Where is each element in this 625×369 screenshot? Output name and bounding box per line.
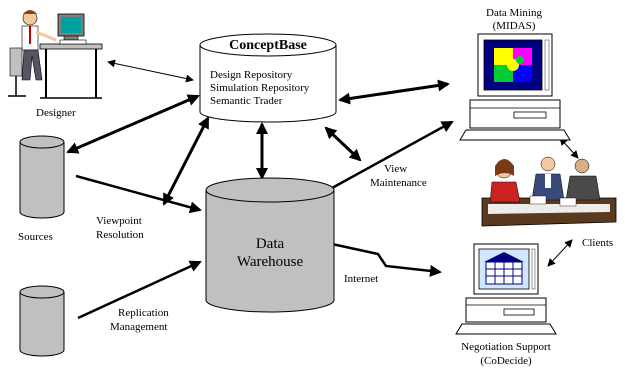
arrow-datamining-clients [559, 137, 579, 159]
label-view-2: Maintenance [370, 177, 427, 189]
conceptbase-line-3: Semantic Trader [210, 95, 283, 107]
warehouse-label-line2: Warehouse [237, 254, 304, 270]
clients-label: Clients [582, 237, 613, 249]
arrow-conceptbase-datamining [338, 79, 450, 105]
conceptbase-title: ConceptBase [229, 38, 307, 53]
arrow-warehouse-datamining [331, 120, 454, 190]
sources-database-icon [19, 135, 65, 219]
warehouse-label-line1: Data [256, 236, 285, 252]
designer-label: Designer [36, 107, 76, 119]
grid-monitor-icon [455, 243, 557, 335]
arrows [66, 59, 579, 320]
arrow-clients-negotiation [547, 239, 573, 267]
replication-database-icon [19, 285, 65, 357]
arrow-replication-warehouse [77, 260, 202, 320]
arrow-sources-warehouse [75, 174, 202, 214]
label-replication-1: Replication [118, 307, 169, 319]
conceptbase-line-2: Simulation Repository [210, 82, 310, 94]
label-view-1: View [384, 163, 407, 175]
conceptbase-line-1: Design Repository [210, 69, 293, 81]
datamining-label-line2: (MIDAS) [493, 20, 536, 32]
arrow-warehouse-negotiation [331, 242, 442, 277]
sources-label: Sources [18, 231, 53, 243]
arrow-conceptbase-warehouse-left [162, 116, 210, 206]
arrow-conceptbase-sources [66, 94, 200, 154]
arrow-designer-conceptbase [107, 59, 194, 83]
clients-meeting-icon [481, 156, 617, 227]
arrow-conceptbase-clients [324, 126, 362, 162]
label-viewpoint-2: Resolution [96, 229, 144, 241]
designer-workstation-icon [8, 10, 103, 99]
puzzle-monitor-icon [459, 33, 571, 141]
label-viewpoint-1: Viewpoint [96, 215, 142, 227]
data-warehouse: Data Warehouse [205, 177, 335, 313]
negotiation-label-line2: (CoDecide) [480, 355, 532, 367]
label-replication-2: Management [110, 321, 167, 333]
negotiation-label-line1: Negotiation Support [461, 341, 551, 353]
conceptbase-repository: ConceptBase Design Repository Simulation… [199, 33, 337, 123]
label-internet: Internet [344, 273, 378, 285]
datamining-label-line1: Data Mining [486, 7, 542, 19]
